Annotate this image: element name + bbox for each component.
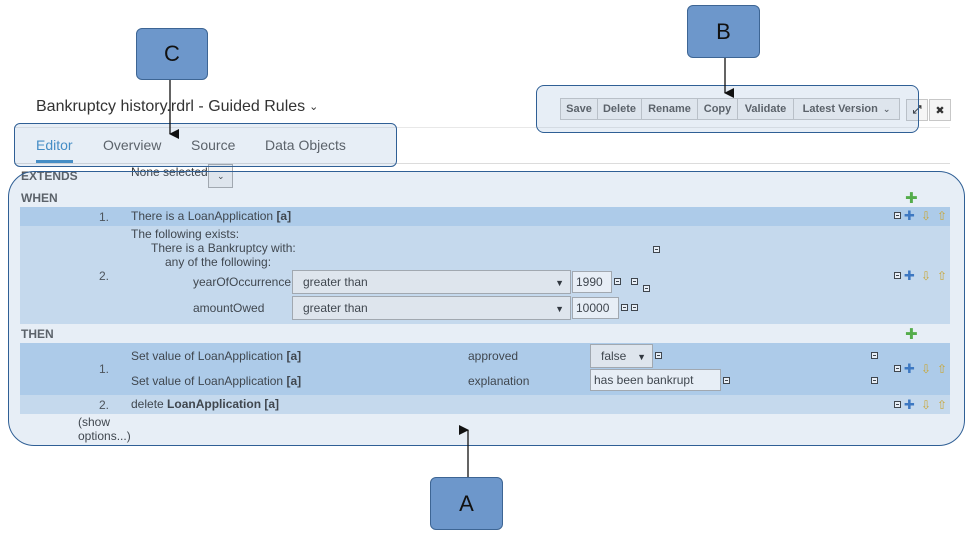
move-up-icon[interactable]: ⇧ <box>937 398 948 412</box>
then-row-1-band <box>20 343 950 395</box>
callout-a: A <box>430 477 503 530</box>
then-label: THEN <box>21 327 54 341</box>
any-of-following-label: any of the following: <box>165 255 272 269</box>
remove-row-icon[interactable] <box>894 272 901 279</box>
dropdown-arrow-icon: ▼ <box>555 304 564 314</box>
move-down-icon[interactable]: ⇩ <box>921 398 932 412</box>
move-down-icon[interactable]: ⇩ <box>921 362 932 376</box>
move-up-icon[interactable]: ⇧ <box>937 269 948 283</box>
remove-icon[interactable] <box>631 278 638 285</box>
extends-dropdown[interactable]: ⌄ <box>208 164 233 188</box>
active-tab-indicator <box>36 160 73 163</box>
value-input-year[interactable]: 1990 <box>572 271 612 293</box>
then-row-2-band <box>20 395 950 414</box>
move-down-icon[interactable]: ⇩ <box>921 209 932 223</box>
delete-button[interactable]: Delete <box>598 98 642 120</box>
remove-icon[interactable] <box>643 285 650 292</box>
when-row-1-number: 1. <box>98 210 109 224</box>
close-icon[interactable]: ✖ <box>929 99 951 121</box>
remove-icon[interactable] <box>871 352 878 359</box>
callout-c: C <box>136 28 208 80</box>
field-year-of-occurrence: yearOfOccurrence <box>193 275 292 289</box>
remove-icon[interactable] <box>621 304 628 311</box>
when-row-1-text[interactable]: There is a LoanApplication [a] <box>131 209 292 223</box>
tabs-highlight-region <box>14 123 397 167</box>
remove-icon[interactable] <box>653 246 660 253</box>
show-options-link[interactable]: (show options...) <box>78 415 131 443</box>
extends-label: EXTENDS <box>21 169 78 183</box>
then-row-1-number: 1. <box>98 362 109 376</box>
tab-data-objects[interactable]: Data Objects <box>265 137 346 153</box>
add-action-icon[interactable]: ✚ <box>905 326 918 343</box>
then-field-approved: approved <box>468 349 519 363</box>
tab-overview[interactable]: Overview <box>103 137 162 153</box>
approved-value-select[interactable]: false▼ <box>590 344 653 368</box>
dropdown-arrow-icon: ▼ <box>555 278 564 288</box>
add-condition-icon[interactable]: ✚ <box>905 190 918 207</box>
chevron-down-icon: ⌄ <box>882 103 891 114</box>
remove-icon[interactable] <box>631 304 638 311</box>
dropdown-arrow-icon: ▼ <box>637 352 646 362</box>
field-amount-owed: amountOwed <box>193 301 265 315</box>
validate-button[interactable]: Validate <box>738 98 794 120</box>
tab-top-divider <box>14 127 950 128</box>
then-row-2-text: delete LoanApplication [a] <box>131 397 280 411</box>
remove-row-icon[interactable] <box>894 401 901 408</box>
remove-icon[interactable] <box>655 352 662 359</box>
then-row-1a-text: Set value of LoanApplication [a] <box>131 349 302 363</box>
when-row-1-band <box>20 207 950 226</box>
remove-icon[interactable] <box>723 377 730 384</box>
expand-icon[interactable]: ⤢ <box>906 99 928 121</box>
tabs-divider <box>14 163 950 164</box>
value-input-amount[interactable]: 10000 <box>572 297 619 319</box>
then-row-1b-text: Set value of LoanApplication [a] <box>131 374 302 388</box>
operator-select-year[interactable]: greater than▼ <box>292 270 571 294</box>
insert-below-icon[interactable]: ✚ <box>904 361 915 376</box>
rule-editor-highlight-region <box>8 171 965 446</box>
copy-button[interactable]: Copy <box>698 98 738 120</box>
insert-below-icon[interactable]: ✚ <box>904 208 915 223</box>
save-button[interactable]: Save <box>560 98 598 120</box>
then-row-2-number: 2. <box>98 398 109 412</box>
move-up-icon[interactable]: ⇧ <box>937 209 948 223</box>
chevron-down-icon: ⌄ <box>217 170 225 181</box>
remove-row-icon[interactable] <box>894 212 901 219</box>
insert-below-icon[interactable]: ✚ <box>904 397 915 412</box>
rename-button[interactable]: Rename <box>642 98 698 120</box>
remove-icon[interactable] <box>614 278 621 285</box>
exists-label: The following exists: <box>131 227 240 241</box>
remove-row-icon[interactable] <box>894 365 901 372</box>
tab-editor[interactable]: Editor <box>36 137 73 153</box>
when-row-2-number: 2. <box>98 269 109 283</box>
move-down-icon[interactable]: ⇩ <box>921 269 932 283</box>
bankruptcy-pattern[interactable]: There is a Bankruptcy with: <box>151 241 296 255</box>
chevron-down-icon: ⌄ <box>309 101 319 114</box>
explanation-input[interactable]: has been bankrupt <box>590 369 721 391</box>
then-field-explanation: explanation <box>468 374 530 388</box>
extends-value: None selected <box>131 165 208 179</box>
move-up-icon[interactable]: ⇧ <box>937 362 948 376</box>
insert-below-icon[interactable]: ✚ <box>904 268 915 283</box>
latest-version-dropdown[interactable]: Latest Version⌄ <box>794 98 900 120</box>
remove-icon[interactable] <box>871 377 878 384</box>
tab-source[interactable]: Source <box>191 137 236 153</box>
operator-select-amount[interactable]: greater than▼ <box>292 296 571 320</box>
callout-b: B <box>687 5 760 58</box>
toolbar: Save Delete Rename Copy Validate Latest … <box>560 98 900 122</box>
